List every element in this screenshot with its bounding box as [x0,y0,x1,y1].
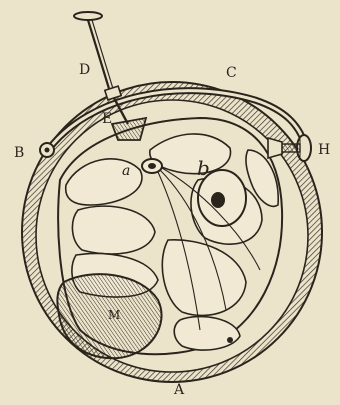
label-h: H [318,143,330,157]
marker-dot [227,337,233,343]
label-a: a [122,164,130,178]
label-c: C [226,66,237,80]
label-e: E [102,112,112,126]
label-b: B [14,146,24,160]
label-a-upper: A [174,383,184,397]
label-d: D [79,63,90,77]
label-m: M [108,309,120,321]
label-b-lower: b [197,158,210,178]
